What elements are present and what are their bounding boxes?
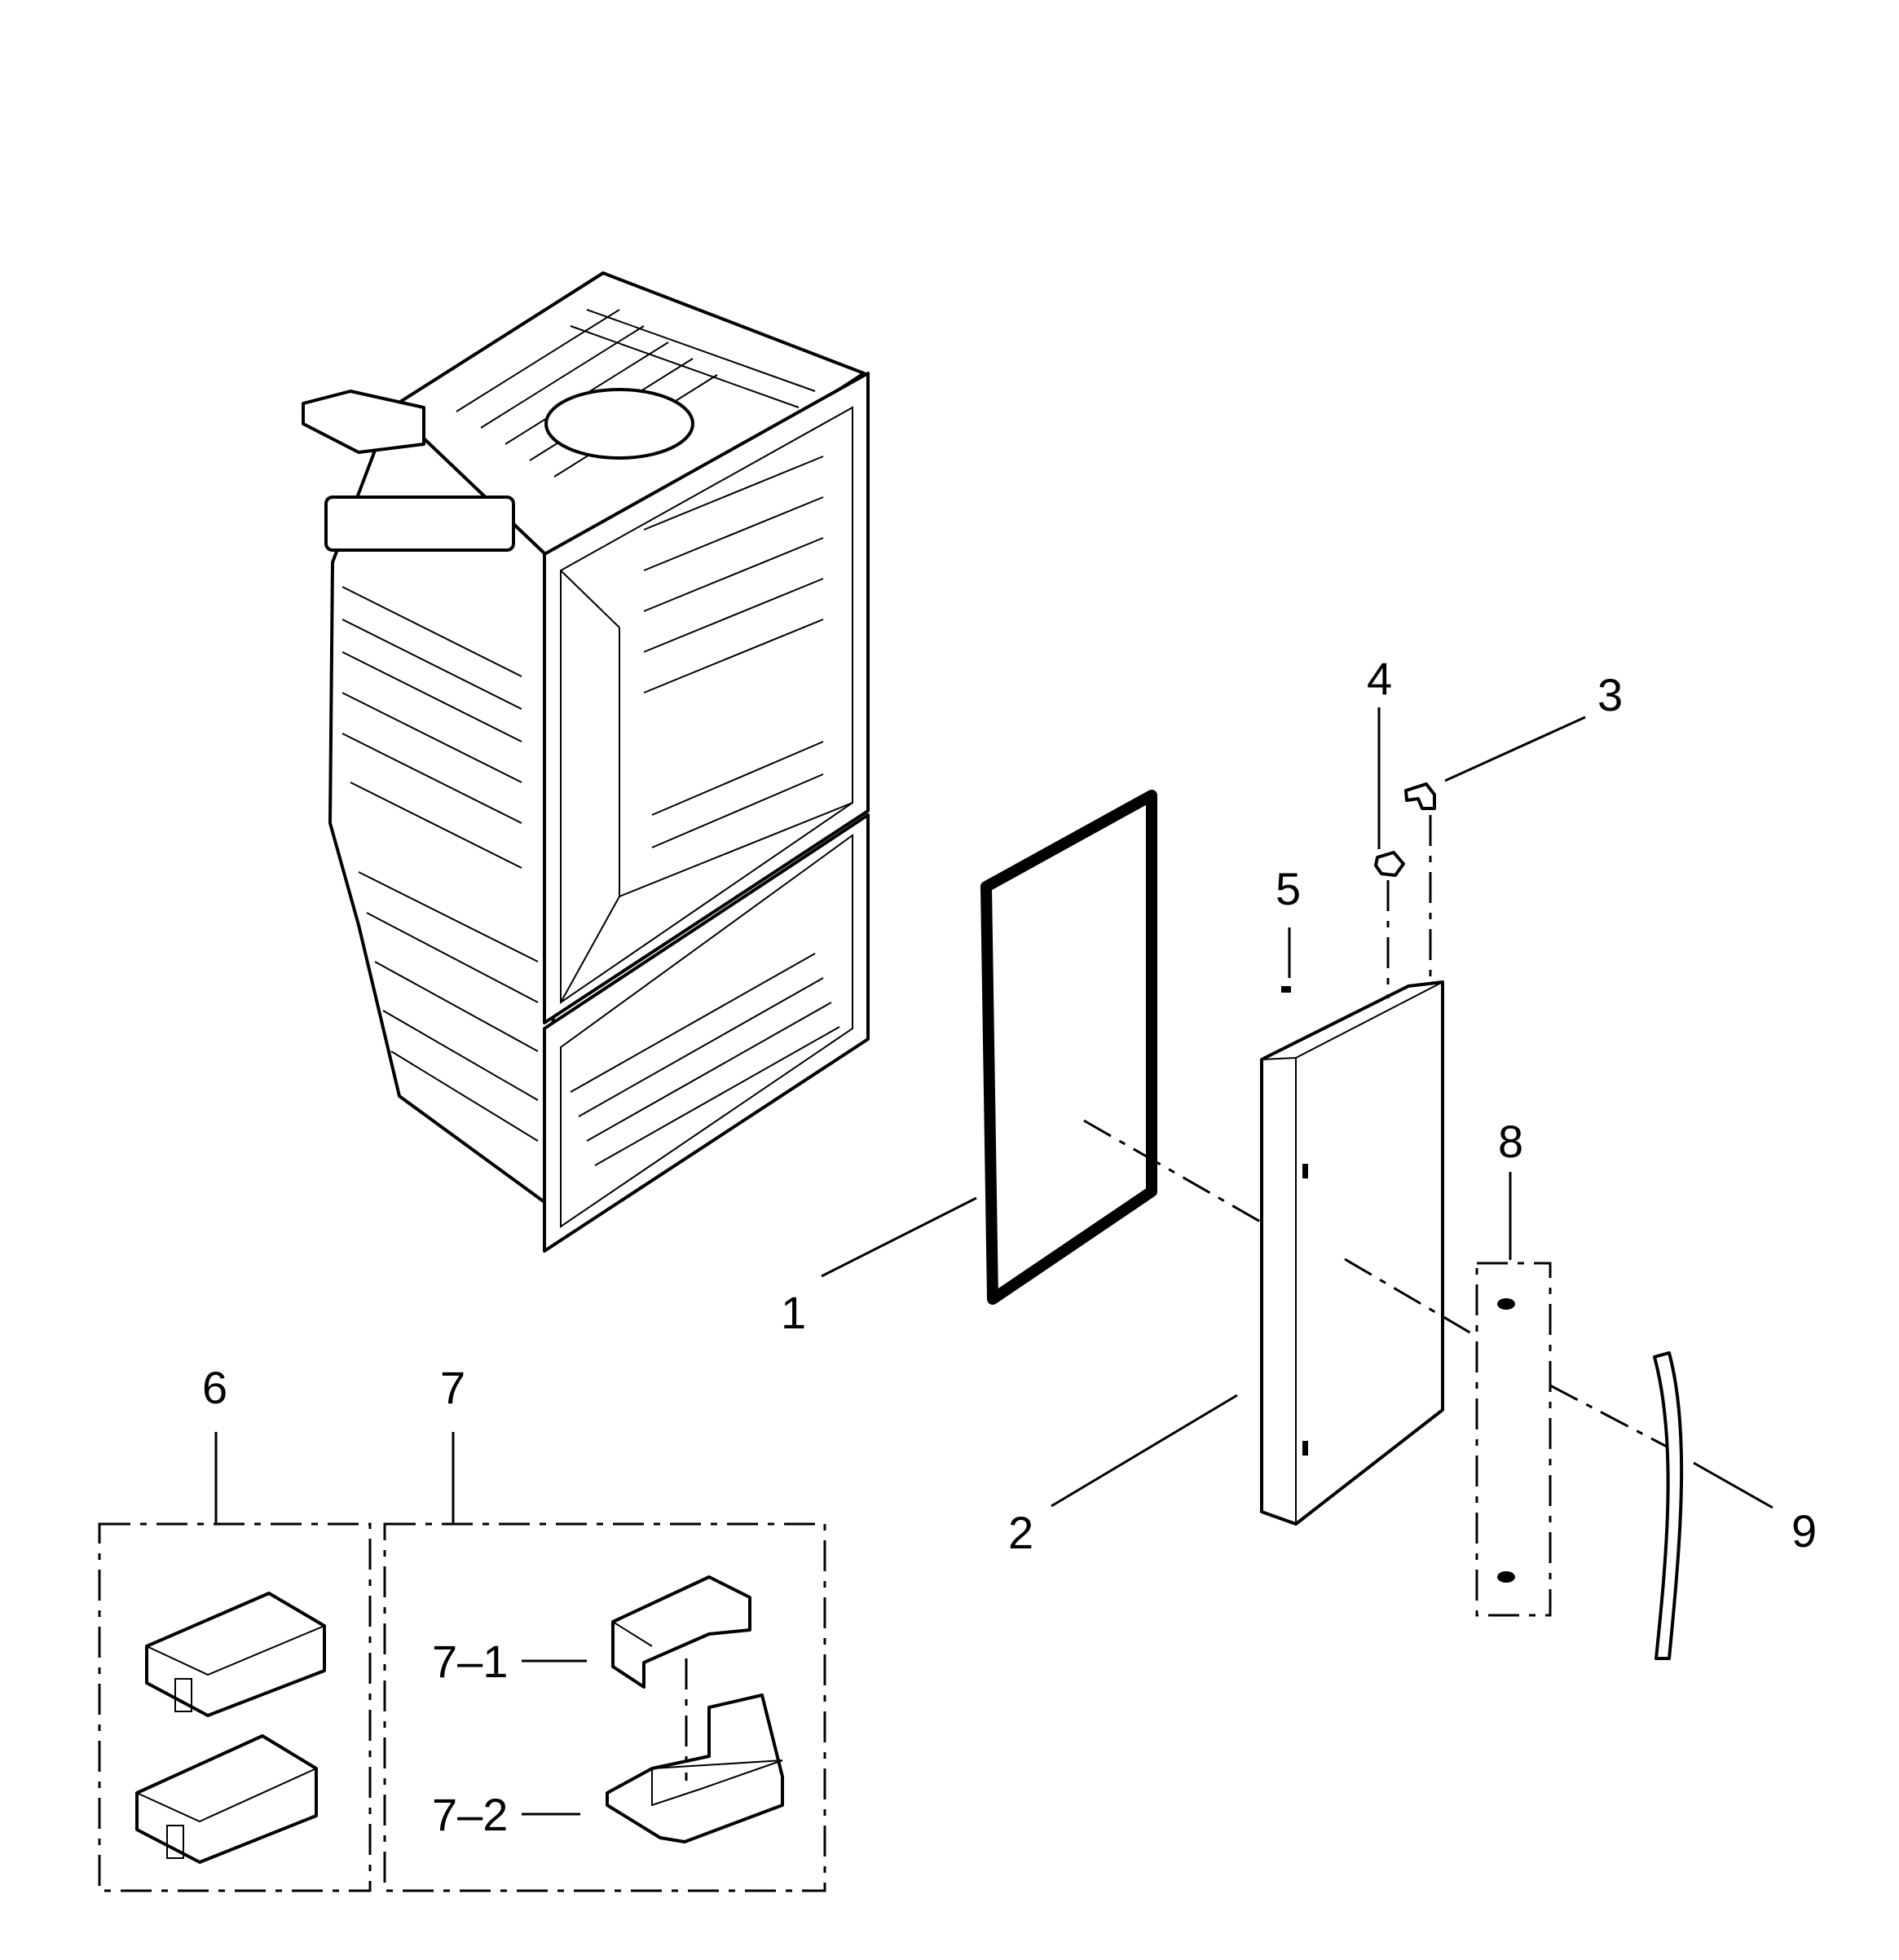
door-handle [1653,1351,1684,1660]
door-bins-group [98,1522,372,1892]
hinge-bushing [1374,851,1405,877]
callout-6: 6 [202,1362,227,1413]
callout-5: 5 [1276,863,1301,914]
callout-7-1: 7–1 [432,1636,508,1687]
callout-7: 7 [440,1362,465,1413]
leader-lines [214,707,1773,1816]
refrigerator-cabinet [302,271,870,1253]
callout-labels: 1 2 3 4 5 6 7 7–1 7–2 8 9 [202,653,1817,1840]
callout-4: 4 [1367,653,1392,704]
screw [1281,986,1291,993]
callout-3: 3 [1597,669,1623,720]
door-panel [1260,980,1444,1526]
door-gasket [980,790,1157,1305]
callout-2: 2 [1008,1507,1033,1558]
callout-1: 1 [781,1287,806,1338]
callout-7-2: 7–2 [432,1789,508,1840]
hinge-cap [1404,782,1436,810]
handle-base [1475,1262,1552,1617]
callout-9: 9 [1791,1505,1817,1557]
bin-assembly-group [383,1522,826,1892]
callout-8: 8 [1498,1116,1523,1167]
assembly-lines [1083,815,1668,1448]
